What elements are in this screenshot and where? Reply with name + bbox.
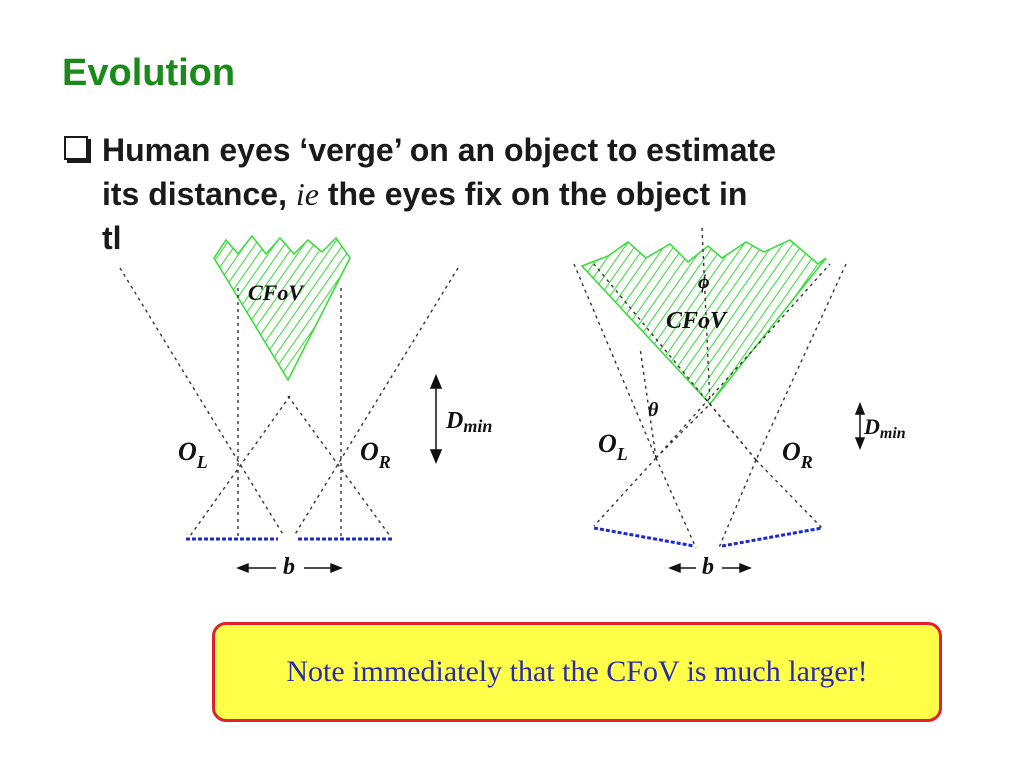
left-camera-axis	[655, 403, 711, 459]
or-label-left-main: O	[360, 437, 379, 466]
left-sensor-verged	[593, 526, 695, 548]
or-label-right-main: O	[782, 437, 801, 466]
cfov-label-right: CFoV	[666, 308, 728, 334]
left-camera-ray-a	[573, 263, 657, 459]
left-camera-ray-c	[593, 457, 657, 527]
dmin-label-left-main: D	[445, 408, 463, 434]
right-camera-ray-b	[717, 459, 757, 551]
bullet-point: Human eyes ‘verge’ on an object to estim…	[64, 128, 964, 260]
dmin-label-right: Dmin	[863, 414, 906, 442]
right-sensor-verged	[721, 526, 823, 548]
ol-label-right-main: O	[598, 429, 617, 458]
parallel-camera-diagram: CFoV OL OR Dmin b	[119, 234, 492, 580]
baseline-arrow-left	[236, 562, 343, 574]
or-label-left-sub: R	[378, 452, 391, 472]
left-camera-ray-outer	[119, 267, 285, 537]
left-camera-to-right-ray	[655, 263, 831, 459]
bullet-ie: ie	[295, 176, 319, 212]
ol-label-right: OL	[598, 429, 628, 464]
cfov-label-left: CFoV	[248, 280, 305, 305]
bullet-line-2-end: the eyes fix on the object in	[318, 176, 748, 212]
cfov-region-left	[213, 234, 351, 382]
theta-label: θ	[648, 399, 659, 421]
bullet-line-2-start: its distance,	[102, 176, 296, 212]
bullet-line-1: Human eyes ‘verge’ on an object to estim…	[102, 132, 776, 168]
callout-note: Note immediately that the CFoV is much l…	[212, 622, 942, 722]
dmin-arrow-right	[854, 401, 866, 451]
right-verge-axis	[701, 228, 711, 405]
dmin-label-left-sub: min	[463, 416, 492, 436]
baseline-label-left: b	[283, 554, 295, 580]
ol-label-left: OL	[178, 437, 208, 472]
dmin-arrow-left	[429, 374, 443, 464]
cfov-region-right	[580, 239, 827, 406]
ol-label-left-sub: L	[196, 452, 208, 472]
or-label-left: OR	[360, 437, 391, 472]
left-camera-sight	[639, 347, 657, 459]
dmin-label-right-main: D	[863, 414, 880, 439]
ol-label-right-sub: L	[616, 444, 628, 464]
right-camera-ray-outer	[293, 267, 459, 537]
right-camera-to-left-ray	[593, 263, 757, 461]
dmin-label-right-sub: min	[880, 425, 906, 442]
baseline-label-right: b	[702, 554, 714, 580]
or-label-right: OR	[782, 437, 813, 472]
dmin-label-left: Dmin	[445, 408, 492, 436]
right-camera-ray-c	[755, 459, 823, 529]
ol-label-left-main: O	[178, 437, 197, 466]
bullet-line-2: its distance, ie the eyes fix on the obj…	[64, 172, 964, 216]
right-camera-ray-a	[755, 263, 847, 461]
phi-label: ϕ	[698, 271, 710, 293]
left-camera-ray-inner	[189, 395, 291, 537]
left-camera-ray-b	[655, 457, 697, 549]
vergence-diagram: CFoV OL OR Dmin b	[119, 228, 906, 580]
or-label-right-sub: R	[800, 452, 813, 472]
right-camera-ray-inner	[287, 395, 391, 537]
slide-title: Evolution	[62, 52, 236, 94]
baseline-arrow-right	[668, 562, 752, 574]
bullet-line-3: tl	[102, 220, 122, 256]
checkbox-bullet-icon	[64, 136, 91, 163]
verged-camera-diagram: ϕ CFoV θ OL OR Dmin b	[573, 228, 906, 580]
